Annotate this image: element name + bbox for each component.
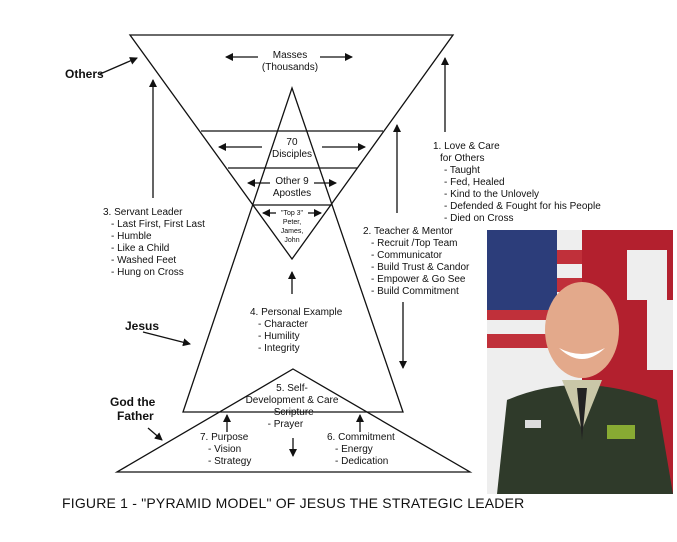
arrow-others xyxy=(99,57,138,75)
principle-item: - Last First, First Last xyxy=(111,219,205,230)
principle-title: 3. Servant Leader xyxy=(103,207,183,218)
label-god-the-father: God the Father xyxy=(110,395,155,423)
principle-item: - Washed Feet xyxy=(111,255,177,266)
tier-text: Masses xyxy=(272,50,308,61)
tier-masses: Masses (Thousands) xyxy=(262,50,318,74)
portrait-photo xyxy=(487,230,673,494)
tier-text: "Top 3" xyxy=(280,210,304,217)
principle-title: 6. Commitment xyxy=(327,432,395,443)
principle-title: 1. Love & Care xyxy=(433,141,500,152)
label-line: Father xyxy=(117,409,154,423)
principle-item: - Fed, Healed xyxy=(444,177,505,188)
principle-item: - Vision xyxy=(208,444,242,455)
principle-item: - Hung on Cross xyxy=(111,267,184,278)
principle-item: - Dedication xyxy=(335,456,389,467)
figure-caption: FIGURE 1 - "PYRAMID MODEL" OF JESUS THE … xyxy=(62,495,525,511)
principle-item: - Empower & Go See xyxy=(371,274,466,285)
principle-item: - Kind to the Unlovely xyxy=(444,189,540,200)
principle-title: 7. Purpose xyxy=(200,432,249,443)
portrait-illustration xyxy=(487,230,673,494)
soldier xyxy=(497,282,673,494)
principle-title: Development & Care xyxy=(245,395,339,406)
triangle-jesus xyxy=(182,85,404,413)
tier-top3: "Top 3" Peter, James, John xyxy=(281,209,304,245)
principle-love-care: 1. Love & Care for Others - Taught - Fed… xyxy=(433,141,601,225)
inverted-triangle-others xyxy=(128,34,455,261)
arrow-god xyxy=(147,427,163,441)
castle-emblem xyxy=(627,250,673,370)
tier-text: John xyxy=(284,237,300,244)
principle-item: - Character xyxy=(258,319,309,330)
tier-text: Apostles xyxy=(272,188,312,199)
label-line: God the xyxy=(110,395,156,409)
principle-title: 2. Teacher & Mentor xyxy=(363,226,453,237)
principle-item: - Communicator xyxy=(371,250,443,261)
tier-text: Other 9 xyxy=(275,176,309,187)
principle-item: - Strategy xyxy=(208,456,252,467)
tier-text: Peter, xyxy=(282,219,302,226)
principle-item: - Died on Cross xyxy=(444,213,514,224)
tier-text: (Thousands) xyxy=(261,62,319,73)
label-others: Others xyxy=(65,67,104,81)
principle-item: - Recruit /Top Team xyxy=(371,238,458,249)
principle-item: - Humble xyxy=(111,231,152,242)
principle-item: - Energy xyxy=(335,444,373,455)
arrow-jesus xyxy=(142,331,191,347)
tier-disciples: 70 Disciples xyxy=(272,137,312,161)
principle-purpose: 7. Purpose - Vision - Strategy xyxy=(200,432,251,468)
tier-text: 70 xyxy=(286,137,298,148)
principle-item: - Defended & Fought for his People xyxy=(444,201,601,212)
principle-teacher: 2. Teacher & Mentor - Recruit /Top Team … xyxy=(363,226,469,298)
principle-item: - Scripture xyxy=(267,407,314,418)
triangle-god-the-father xyxy=(114,368,473,473)
principle-item: - Humility xyxy=(258,331,300,342)
principle-item: - Build Trust & Candor xyxy=(371,262,470,273)
principle-self-dev: 5. Self- Development & Care - Scripture … xyxy=(246,383,339,431)
principle-title: for Others xyxy=(440,153,485,164)
principle-item: - Taught xyxy=(444,165,480,176)
principle-title: 5. Self- xyxy=(276,383,308,394)
tier-text: Disciples xyxy=(271,149,313,160)
principle-item: - Prayer xyxy=(267,419,304,430)
principle-item: - Like a Child xyxy=(111,243,170,254)
tier-text: James, xyxy=(280,228,304,235)
principle-item: - Build Commitment xyxy=(371,286,459,297)
principle-title: 4. Personal Example xyxy=(250,307,343,318)
principle-commitment: 6. Commitment - Energy - Dedication xyxy=(327,432,395,468)
tier-apostles: Other 9 Apostles xyxy=(273,176,311,200)
label-jesus: Jesus xyxy=(125,319,160,333)
principle-servant: 3. Servant Leader - Last First, First La… xyxy=(103,207,205,279)
principle-item: - Integrity xyxy=(258,343,300,354)
principle-example: 4. Personal Example - Character - Humili… xyxy=(250,307,342,355)
